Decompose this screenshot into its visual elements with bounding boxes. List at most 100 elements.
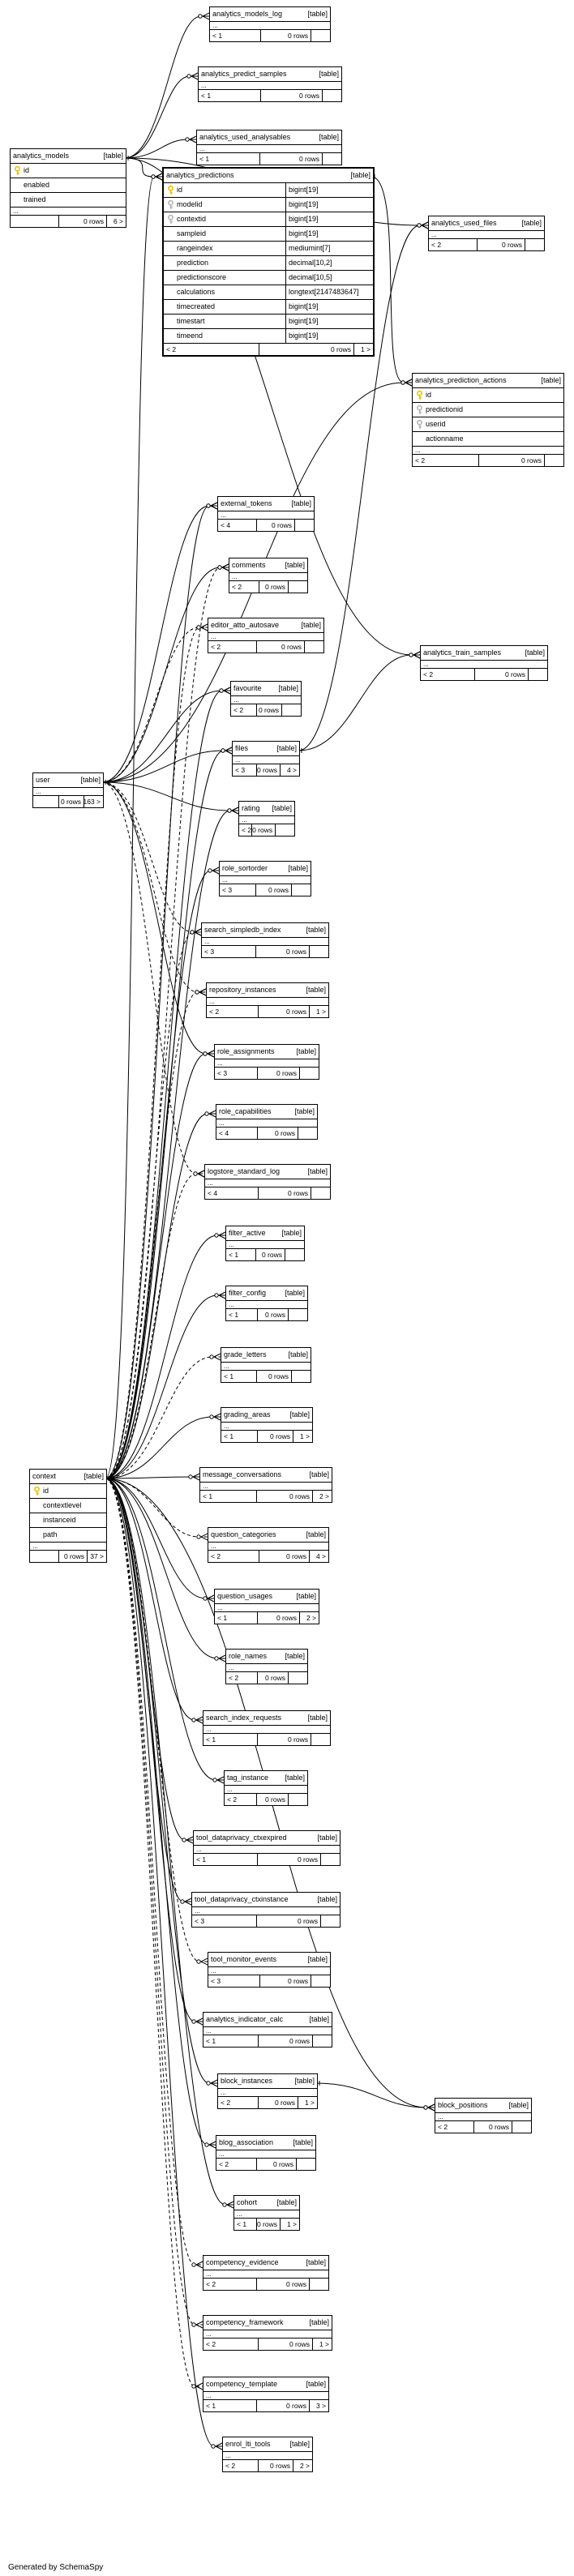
table-header[interactable]: analytics_train_samples[table]: [421, 646, 547, 661]
table-header[interactable]: analytics_used_analysables[table]: [197, 131, 341, 145]
table-header[interactable]: question_categories[table]: [208, 1528, 328, 1543]
table-name[interactable]: question_categories: [211, 1530, 276, 1538]
table-header[interactable]: analytics_used_files[table]: [429, 216, 544, 231]
table-header[interactable]: comments[table]: [229, 558, 307, 573]
table-name[interactable]: filter_active: [229, 1229, 266, 1237]
table-header[interactable]: favourite[table]: [231, 682, 301, 696]
table-header[interactable]: external_tokens[table]: [218, 497, 314, 511]
table-header[interactable]: grade_letters[table]: [221, 1348, 311, 1363]
table-name[interactable]: comments: [232, 561, 266, 569]
table-header[interactable]: role_sortorder[table]: [220, 862, 311, 876]
table-header[interactable]: role_names[table]: [226, 1650, 307, 1664]
table-header[interactable]: competency_framework[table]: [203, 2316, 332, 2330]
table-header[interactable]: repository_instances[table]: [207, 983, 328, 998]
table-name[interactable]: files: [235, 744, 249, 752]
table-name[interactable]: block_instances: [221, 2077, 273, 2085]
table-header[interactable]: analytics_models[table]: [11, 149, 126, 164]
column-row[interactable]: contextlevel: [30, 1499, 106, 1513]
table-header[interactable]: logstore_standard_log[table]: [205, 1165, 330, 1179]
table-header[interactable]: block_positions[table]: [435, 2099, 531, 2113]
table-name[interactable]: analytics_used_analysables: [199, 133, 291, 141]
column-row[interactable]: enabled: [11, 178, 126, 193]
table-name[interactable]: favourite: [233, 684, 262, 692]
table-header[interactable]: message_conversations[table]: [200, 1468, 332, 1483]
table-name[interactable]: analytics_used_files: [431, 219, 497, 227]
column-row[interactable]: instanceid: [30, 1513, 106, 1528]
table-name[interactable]: logstore_standard_log: [208, 1167, 281, 1175]
table-header[interactable]: tool_dataprivacy_ctxinstance[table]: [192, 1893, 340, 1907]
table-name[interactable]: cohort: [237, 2198, 258, 2206]
table-header[interactable]: analytics_predictions[table]: [164, 169, 373, 183]
table-header[interactable]: role_capabilities[table]: [216, 1105, 317, 1119]
table-name[interactable]: role_assignments: [217, 1047, 275, 1055]
table-name[interactable]: tool_monitor_events: [211, 1955, 277, 1963]
table-tool-dataprivacy-ctxexpired[interactable]: tool_dataprivacy_ctxexpired[table]...< 1…: [193, 1830, 341, 1866]
table-name[interactable]: analytics_train_samples: [423, 648, 502, 657]
table-header[interactable]: blog_association[table]: [216, 2136, 315, 2150]
table-header[interactable]: search_simpledb_index[table]: [202, 923, 328, 938]
table-name[interactable]: repository_instances: [209, 986, 276, 994]
table-name[interactable]: grading_areas: [224, 1410, 271, 1419]
table-header[interactable]: block_instances[table]: [218, 2074, 317, 2089]
table-header[interactable]: analytics_models_log[table]: [210, 7, 330, 22]
table-header[interactable]: grading_areas[table]: [221, 1408, 312, 1423]
table-header[interactable]: tool_dataprivacy_ctxexpired[table]: [194, 1831, 340, 1846]
table-header[interactable]: analytics_prediction_actions[table]: [413, 374, 563, 388]
table-header[interactable]: tag_instance[table]: [225, 1771, 307, 1786]
table-name[interactable]: search_index_requests: [206, 1714, 282, 1722]
table-name[interactable]: block_positions: [438, 2101, 488, 2109]
table-name[interactable]: external_tokens: [221, 499, 272, 507]
table-header[interactable]: search_index_requests[table]: [203, 1711, 330, 1726]
column-row[interactable]: predictionid: [413, 403, 563, 417]
table-header[interactable]: enrol_lti_tools[table]: [223, 2437, 312, 2452]
table-name[interactable]: tag_instance: [227, 1774, 269, 1782]
table-name[interactable]: analytics_predict_samples: [201, 70, 287, 78]
table-header[interactable]: competency_evidence[table]: [203, 2256, 328, 2270]
table-name[interactable]: competency_framework: [206, 2318, 284, 2326]
table-name[interactable]: role_capabilities: [219, 1107, 272, 1115]
table-name[interactable]: analytics_prediction_actions: [415, 376, 507, 384]
table-header[interactable]: competency_template[table]: [203, 2377, 328, 2392]
table-header[interactable]: user[table]: [33, 773, 103, 788]
table-header[interactable]: filter_active[table]: [226, 1226, 304, 1241]
table-name[interactable]: competency_template: [206, 2380, 278, 2388]
column-row[interactable]: path: [30, 1528, 106, 1543]
table-name[interactable]: rating: [242, 804, 260, 812]
table-name[interactable]: filter_config: [229, 1289, 267, 1297]
table-name[interactable]: role_names: [229, 1652, 268, 1660]
column-row[interactable]: actionname: [413, 432, 563, 447]
table-name[interactable]: analytics_predictions: [166, 171, 234, 179]
table-header[interactable]: analytics_indicator_calc[table]: [203, 2013, 332, 2027]
